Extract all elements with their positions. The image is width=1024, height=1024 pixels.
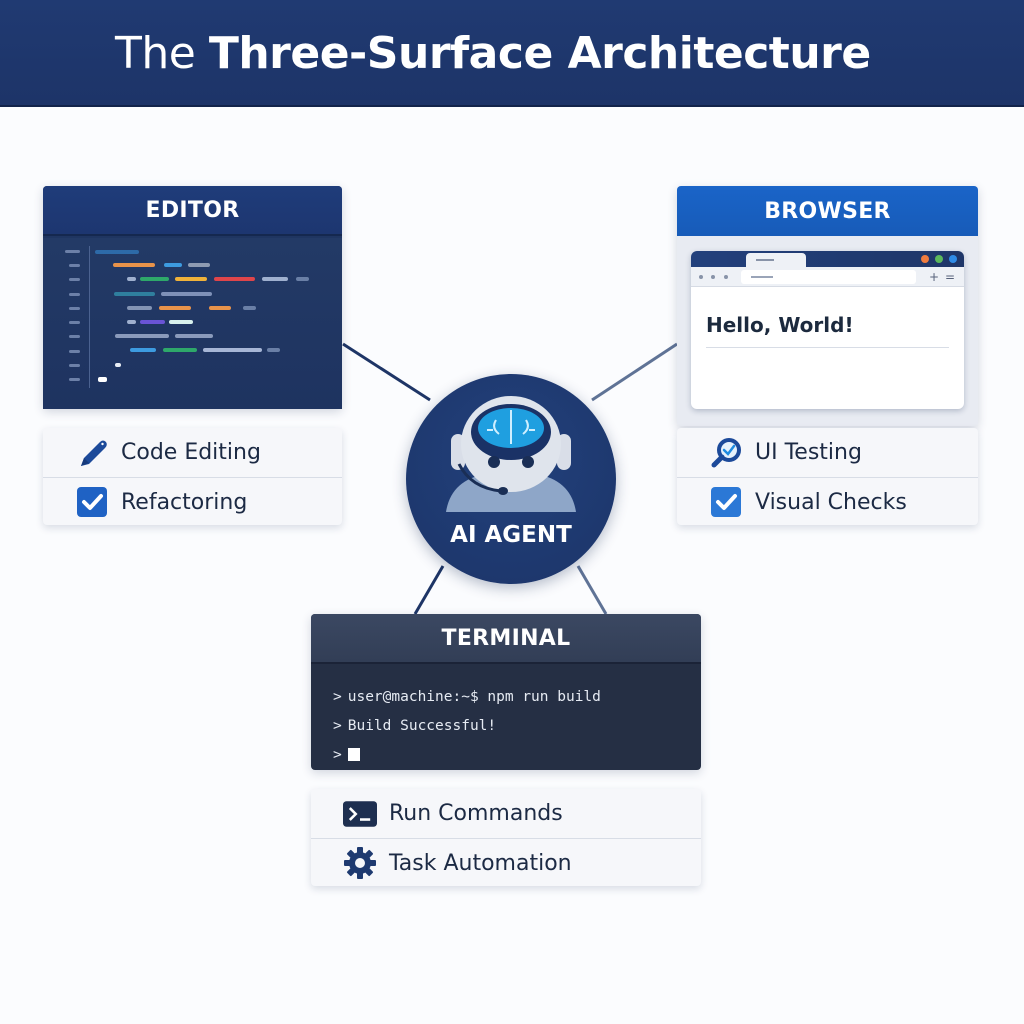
page-heading: Hello, World! bbox=[706, 313, 949, 348]
terminal-title: TERMINAL bbox=[311, 614, 701, 664]
feature-label: Task Automation bbox=[389, 850, 572, 876]
title-banner: The Three-Surface Architecture bbox=[0, 0, 1024, 107]
browser-panel: BROWSER + = Hello, World! bbox=[677, 186, 978, 426]
editor-title: EDITOR bbox=[43, 186, 342, 236]
feature-ui-testing: UI Testing bbox=[677, 428, 978, 477]
menu-icon: = bbox=[945, 270, 956, 284]
page-title: The Three-Surface Architecture bbox=[115, 28, 871, 79]
feature-run-commands: Run Commands bbox=[311, 789, 701, 838]
plus-icon: + bbox=[929, 270, 940, 284]
feature-label: Code Editing bbox=[121, 440, 261, 465]
browser-toolbar: + = bbox=[691, 267, 964, 287]
robot-brain-headset-icon bbox=[446, 396, 576, 512]
editor-panel: EDITOR bbox=[43, 186, 342, 409]
feature-label: Refactoring bbox=[121, 489, 248, 515]
code-preview bbox=[43, 238, 342, 409]
terminal-panel: TERMINAL >user@machine:~$ npm run build … bbox=[311, 614, 701, 770]
browser-title: BROWSER bbox=[677, 186, 978, 236]
title-main: Three-Surface Architecture bbox=[208, 28, 871, 79]
terminal-prompt-icon bbox=[343, 797, 377, 831]
terminal-features: Run Commands Task Automation bbox=[311, 789, 701, 886]
editor-features: Code Editing Refactoring bbox=[43, 428, 342, 525]
checkbox-icon bbox=[75, 485, 109, 519]
feature-label: Run Commands bbox=[389, 801, 563, 826]
checkbox-icon bbox=[709, 485, 743, 519]
title-prefix: The bbox=[115, 28, 209, 79]
browser-tab bbox=[746, 253, 806, 267]
terminal-output: >user@machine:~$ npm run build >Build Su… bbox=[311, 664, 701, 769]
feature-code-editing: Code Editing bbox=[43, 428, 342, 477]
terminal-line: >user@machine:~$ npm run build bbox=[333, 688, 601, 705]
feature-task-automation: Task Automation bbox=[311, 838, 701, 887]
feature-visual-checks: Visual Checks bbox=[677, 477, 978, 526]
feature-label: UI Testing bbox=[755, 440, 862, 465]
terminal-prompt-line: > bbox=[333, 740, 701, 769]
browser-window: + = Hello, World! bbox=[691, 251, 964, 409]
feature-label: Visual Checks bbox=[755, 489, 907, 515]
agent-label: AI AGENT bbox=[450, 522, 572, 548]
terminal-line: >Build Successful! bbox=[333, 717, 497, 734]
terminal-cursor bbox=[347, 748, 360, 761]
feature-refactoring: Refactoring bbox=[43, 477, 342, 526]
ai-agent-node: AI AGENT bbox=[406, 374, 616, 584]
address-bar bbox=[741, 270, 916, 284]
magnifier-check-icon bbox=[709, 436, 743, 470]
browser-features: UI Testing Visual Checks bbox=[677, 428, 978, 525]
gear-icon bbox=[343, 846, 377, 880]
pencil-icon bbox=[75, 436, 109, 470]
